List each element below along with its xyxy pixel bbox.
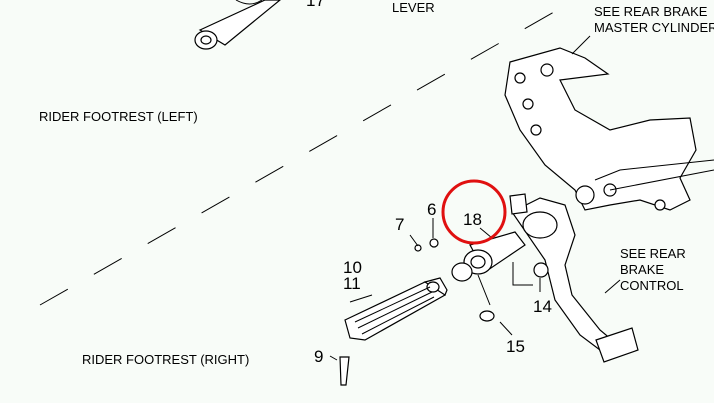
part-number-9: 9 — [314, 347, 323, 366]
leader-master-cylinder — [571, 35, 591, 55]
part-number-17: 17 — [306, 0, 325, 10]
clip-part-7 — [414, 244, 422, 252]
leader-brake-control — [604, 279, 621, 294]
section-divider — [39, 0, 576, 306]
clip-part-15 — [479, 310, 495, 322]
part-number-14: 14 — [533, 297, 552, 316]
part-number-15: 15 — [506, 337, 525, 356]
label-footrest-left: RIDER FOOTREST (LEFT) — [39, 109, 198, 124]
part-number-7: 7 — [395, 215, 404, 234]
lever-part-17 — [194, 0, 281, 50]
label-see-brake-control-2: BRAKE — [620, 262, 664, 277]
leader-lines — [329, 218, 541, 361]
leader-18 — [479, 227, 493, 239]
label-footrest-right: RIDER FOOTREST (RIGHT) — [82, 352, 249, 367]
label-see-brake-control-1: SEE REAR — [620, 246, 686, 261]
brake-pedal — [509, 193, 639, 363]
bolt-part-9 — [339, 356, 350, 386]
part-number-10: 10 — [343, 258, 362, 277]
bracket-plate — [504, 47, 714, 211]
footrest-part-10-11 — [344, 277, 448, 341]
part-number-6: 6 — [427, 200, 436, 219]
pin-part-14 — [533, 262, 549, 278]
label-see-master-cylinder-2: MASTER CYLINDER — [594, 20, 714, 35]
part-number-11: 11 — [343, 274, 361, 293]
label-lever: LEVER — [392, 0, 435, 15]
highlight-circle — [441, 179, 507, 245]
part-number-18: 18 — [463, 210, 482, 229]
label-see-master-cylinder-1: SEE REAR BRAKE — [594, 4, 708, 19]
washer-part-6 — [429, 238, 439, 248]
label-see-brake-control-3: CONTROL — [620, 278, 684, 293]
